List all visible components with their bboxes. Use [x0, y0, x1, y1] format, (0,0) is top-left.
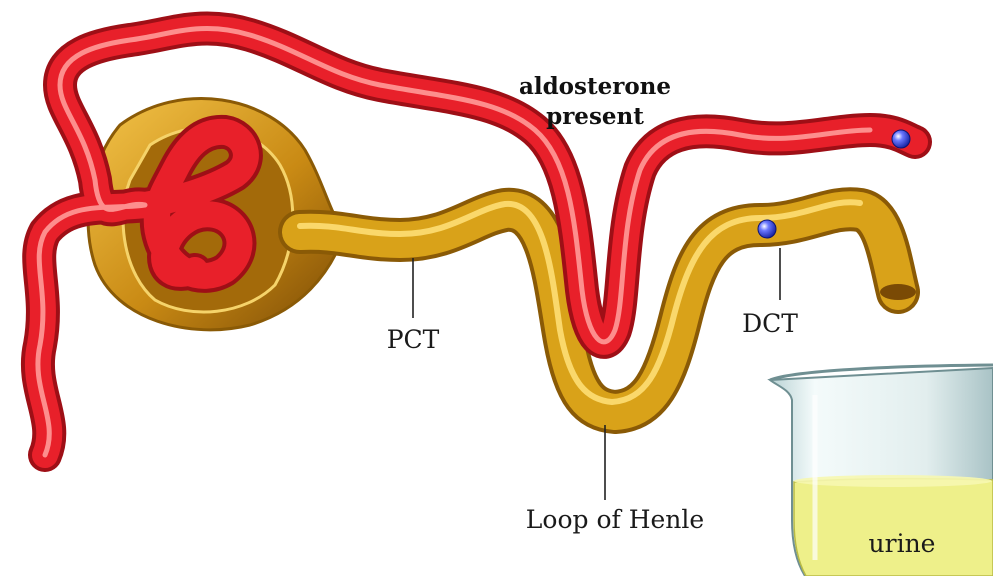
dct-label: DCT — [742, 309, 798, 338]
heading-line-1: aldosterone — [519, 73, 671, 100]
heading-line-2: present — [546, 103, 644, 130]
particle-vessel — [892, 130, 910, 148]
particle-tubule — [758, 220, 776, 238]
loop-of-henle-label: Loop of Henle — [526, 505, 704, 534]
urine-label: urine — [869, 529, 936, 558]
pct-label: PCT — [387, 325, 440, 354]
